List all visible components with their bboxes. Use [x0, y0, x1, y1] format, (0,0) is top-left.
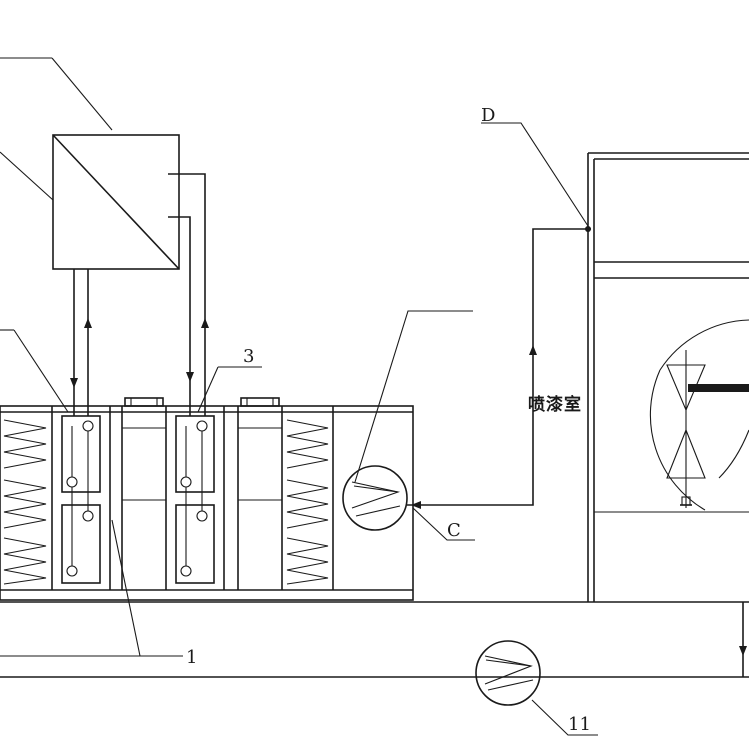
top-cap-1: [124, 397, 164, 407]
label-11: 11: [568, 714, 591, 735]
top-cap-2: [240, 397, 280, 407]
filter-cartridge-icon: [61, 415, 101, 584]
zigzag-coil-icon: [286, 419, 329, 585]
label-3: 3: [243, 346, 254, 367]
label-1-group: 1: [0, 519, 197, 668]
supply-duct: [407, 226, 591, 509]
fan-circle-icon: [342, 310, 473, 531]
pipes-left: [70, 269, 92, 416]
label-d-group: D: [481, 105, 589, 227]
zigzag-coil-icon: [3, 419, 47, 585]
spray-equipment: [649, 319, 749, 511]
air-handling-unit: [0, 405, 414, 601]
paint-room-label: 喷漆室: [528, 394, 582, 415]
label-c-group: C: [412, 507, 475, 541]
pipes-right: [168, 173, 209, 416]
paint-room: [587, 152, 749, 602]
fan-circle-icon: [475, 640, 541, 706]
heat-exchanger-box-icon: [0, 57, 180, 270]
label-d: D: [481, 105, 495, 126]
label-c: C: [447, 520, 461, 541]
leader-left-diag: [13, 329, 69, 413]
return-duct: [0, 601, 749, 678]
filter-cartridge-icon: [175, 415, 215, 584]
label-11-group: 11: [531, 699, 598, 736]
label-1: 1: [186, 647, 197, 668]
label-3-group: 3: [197, 346, 262, 413]
